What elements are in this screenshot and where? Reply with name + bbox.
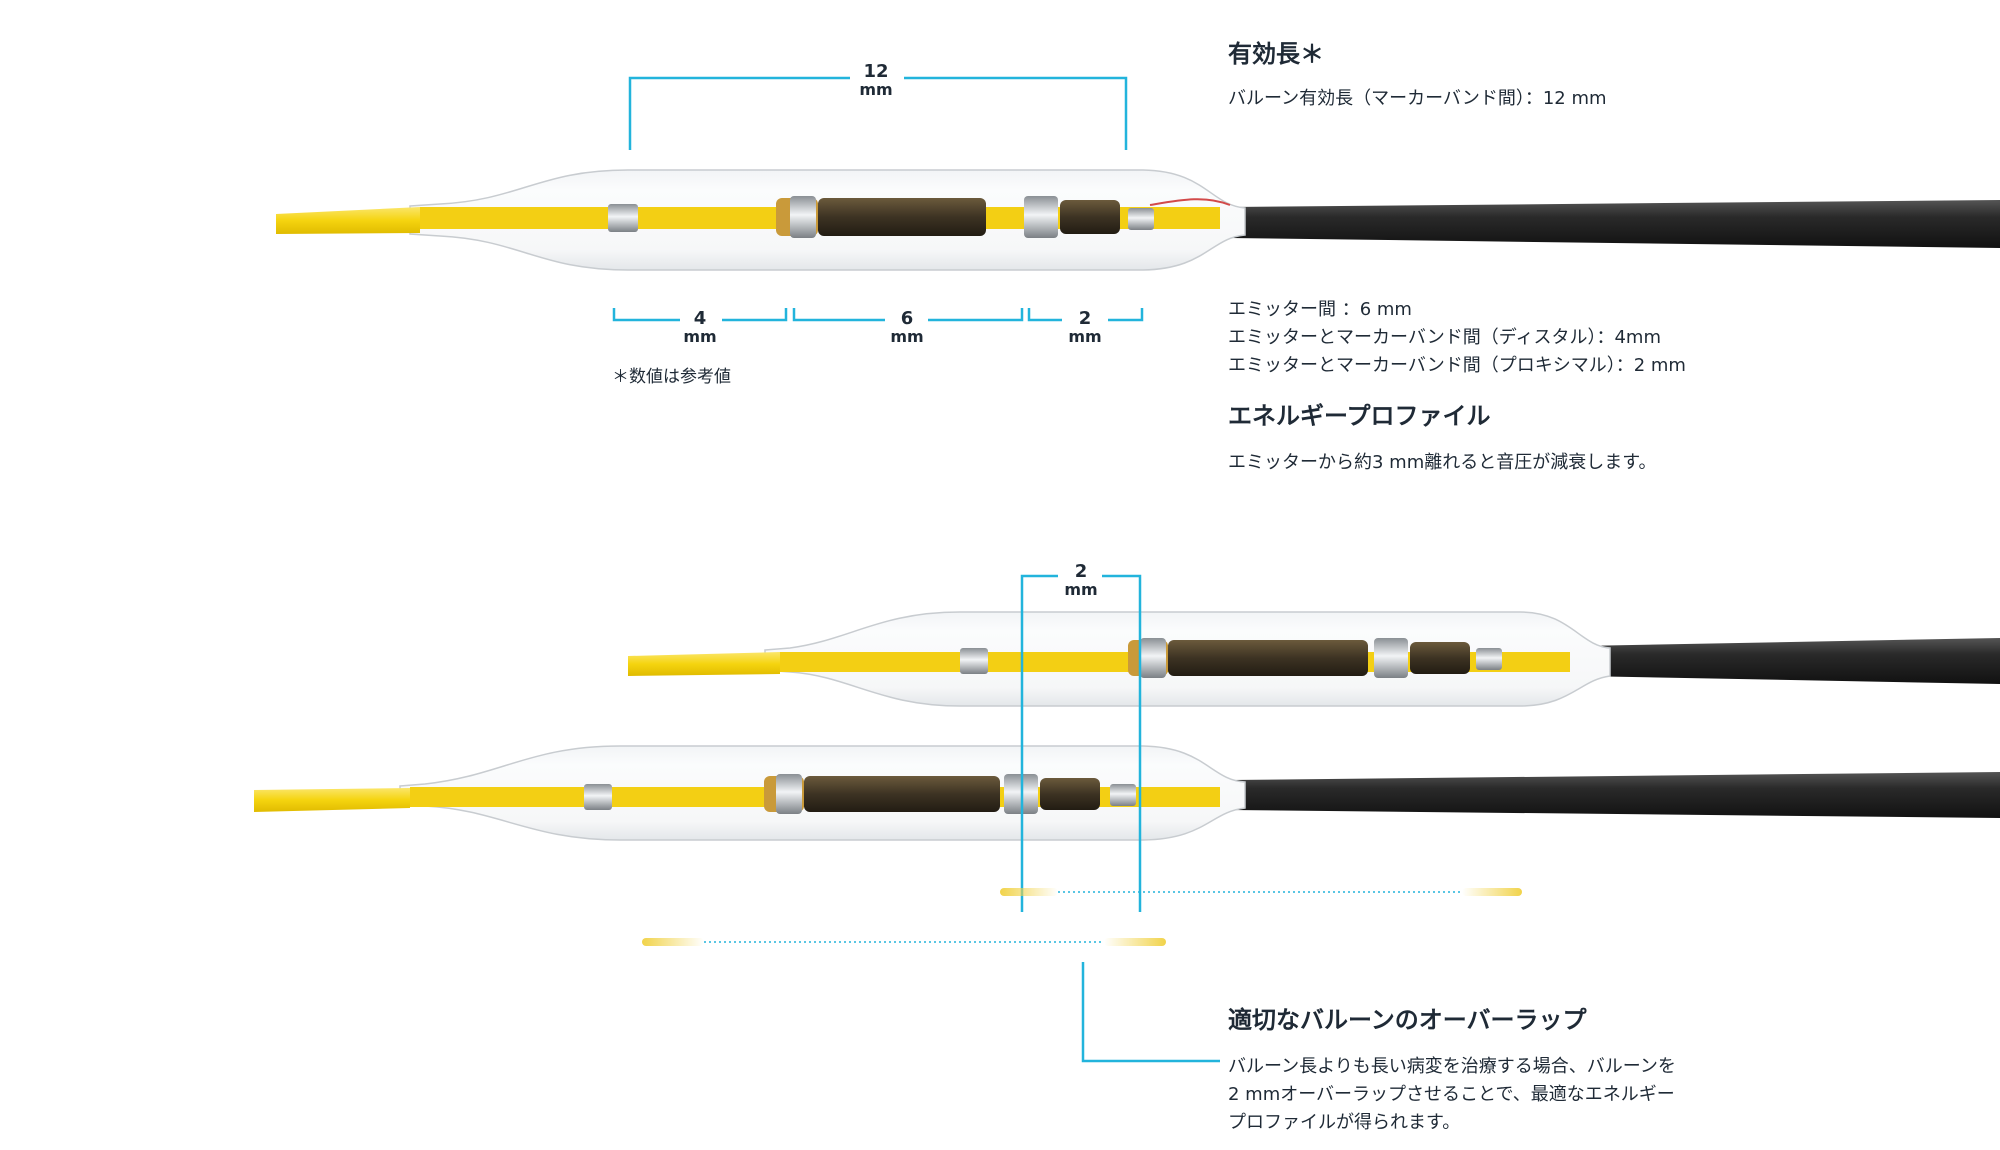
effective-length-section: 有効長＊ バルーン有効長（マーカーバンド間）：12 mm — [1228, 34, 1607, 113]
callout-connector — [1081, 962, 1220, 1063]
overlap-line-1: バルーン長よりも長い病変を治療する場合、バルーンを — [1228, 1056, 1676, 1077]
catheter-tip — [628, 652, 780, 676]
energy-profile-lower — [642, 938, 1166, 946]
wire-coil-2 — [1040, 778, 1100, 810]
wire-coil-2 — [1060, 200, 1120, 234]
energy-profile-section: エネルギープロファイル エミッターから約3 mm離れると音圧が減衰します。 — [1228, 396, 1656, 477]
catheter-tip — [254, 788, 410, 812]
segment-proximal-value: 2 — [1079, 308, 1092, 329]
marker-band-proximal — [1110, 784, 1136, 806]
emitter-ring — [776, 774, 802, 814]
segment-emitters-value: 6 — [901, 308, 914, 329]
wire-coil — [1168, 640, 1368, 676]
emitter-proximal — [1374, 638, 1408, 678]
emitter-ring — [1140, 638, 1166, 678]
marker-band-proximal — [1476, 648, 1502, 670]
total-length-unit: mm — [859, 80, 892, 99]
overlap-section: 適切なバルーンのオーバーラップ バルーン長よりも長い病変を治療する場合、バルーン… — [1228, 1000, 1676, 1137]
catheter-tip — [276, 207, 420, 234]
wire-coil — [804, 776, 1000, 812]
overlap-value: 2 — [1075, 561, 1088, 582]
segment-proximal-unit: mm — [1068, 327, 1101, 346]
marker-band-distal — [584, 784, 612, 810]
overlap-line-2: 2 mmオーバーラップさせることで、最適なエネルギー — [1228, 1084, 1675, 1105]
catheter-shaft — [1580, 638, 2000, 684]
overlap-line-3: プロファイルが得られます。 — [1228, 1112, 1461, 1133]
wire-coil — [818, 198, 986, 236]
wire-coil-2 — [1410, 642, 1470, 674]
segment-distal-value: 4 — [694, 308, 707, 329]
segment-distal-unit: mm — [683, 327, 716, 346]
energy-profile-title: エネルギープロファイル — [1228, 402, 1491, 430]
spacing-section: エミッター間 ：6 mm エミッターとマーカーバンド間（ディスタル）：4mm エ… — [1228, 296, 1686, 380]
spacing-line-3: エミッターとマーカーバンド間（プロキシマル）：2 mm — [1228, 355, 1686, 376]
catheter-shaft — [1230, 200, 2000, 248]
catheter-overlap-lower — [254, 745, 2000, 841]
emitter-proximal — [1024, 196, 1058, 238]
energy-profile-upper — [1000, 888, 1522, 896]
effective-length-line: バルーン有効長（マーカーバンド間）：12 mm — [1228, 88, 1607, 109]
dimension-total-length — [628, 76, 1128, 150]
segment-emitters-unit: mm — [890, 327, 923, 346]
total-length-value: 12 — [863, 61, 888, 82]
spacing-line-2: エミッターとマーカーバンド間（ディスタル）：4mm — [1228, 327, 1661, 348]
catheter-top — [276, 169, 2000, 271]
catheter-shaft — [1230, 772, 2000, 818]
marker-band-proximal — [1128, 208, 1154, 230]
marker-band-distal — [960, 648, 988, 674]
spacing-line-1: エミッター間 ：6 mm — [1228, 299, 1412, 320]
lead-wire — [1149, 198, 1231, 206]
energy-profile-line: エミッターから約3 mm離れると音圧が減衰します。 — [1228, 452, 1657, 473]
emitter-ring — [790, 196, 816, 238]
effective-length-title: 有効長＊ — [1228, 40, 1324, 68]
footnote: ＊数値は参考値 — [612, 367, 731, 387]
marker-band-distal — [608, 204, 638, 232]
dimension-overlap — [1020, 574, 1142, 912]
overlap-title: 適切なバルーンのオーバーラップ — [1228, 1006, 1587, 1034]
catheter-overlap-upper — [628, 611, 2000, 707]
dimension-segments — [612, 308, 1144, 322]
overlap-unit: mm — [1064, 580, 1097, 599]
